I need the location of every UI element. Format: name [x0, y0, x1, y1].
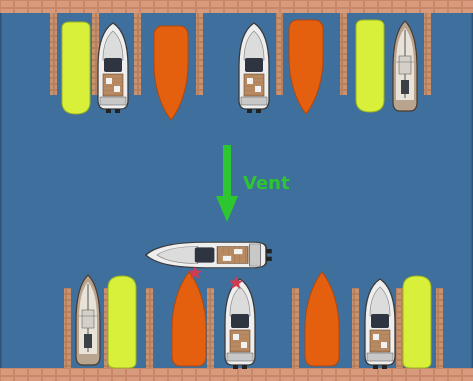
- finger-pontoon: [352, 288, 359, 368]
- finger-pontoon: [292, 288, 299, 368]
- finger-pontoon: [340, 13, 347, 95]
- yellow-fender-boat: [108, 276, 136, 368]
- maneuvering-yacht[interactable]: [146, 242, 272, 268]
- yellow-fender-boat: [356, 20, 384, 112]
- finger-pontoon: [424, 13, 431, 95]
- finger-pontoon: [64, 288, 71, 368]
- finger-pontoon: [276, 13, 283, 95]
- motor-yacht: [98, 23, 128, 113]
- finger-pontoon: [196, 13, 203, 95]
- finger-pontoon: [436, 288, 443, 368]
- finger-pontoon: [134, 13, 141, 95]
- motor-yacht: [225, 279, 255, 369]
- motor-yacht: [239, 23, 269, 113]
- finger-pontoon: [50, 13, 57, 95]
- yellow-fender-boat: [62, 22, 90, 114]
- yellow-fender-boat: [403, 276, 431, 368]
- bottom-quay: [0, 368, 473, 381]
- finger-pontoon: [146, 288, 153, 368]
- motor-yacht: [365, 279, 395, 369]
- finger-pontoon: [207, 288, 214, 368]
- wind-label: Vent: [243, 173, 290, 194]
- top-quay: [0, 0, 473, 13]
- finger-pontoon: [396, 288, 403, 368]
